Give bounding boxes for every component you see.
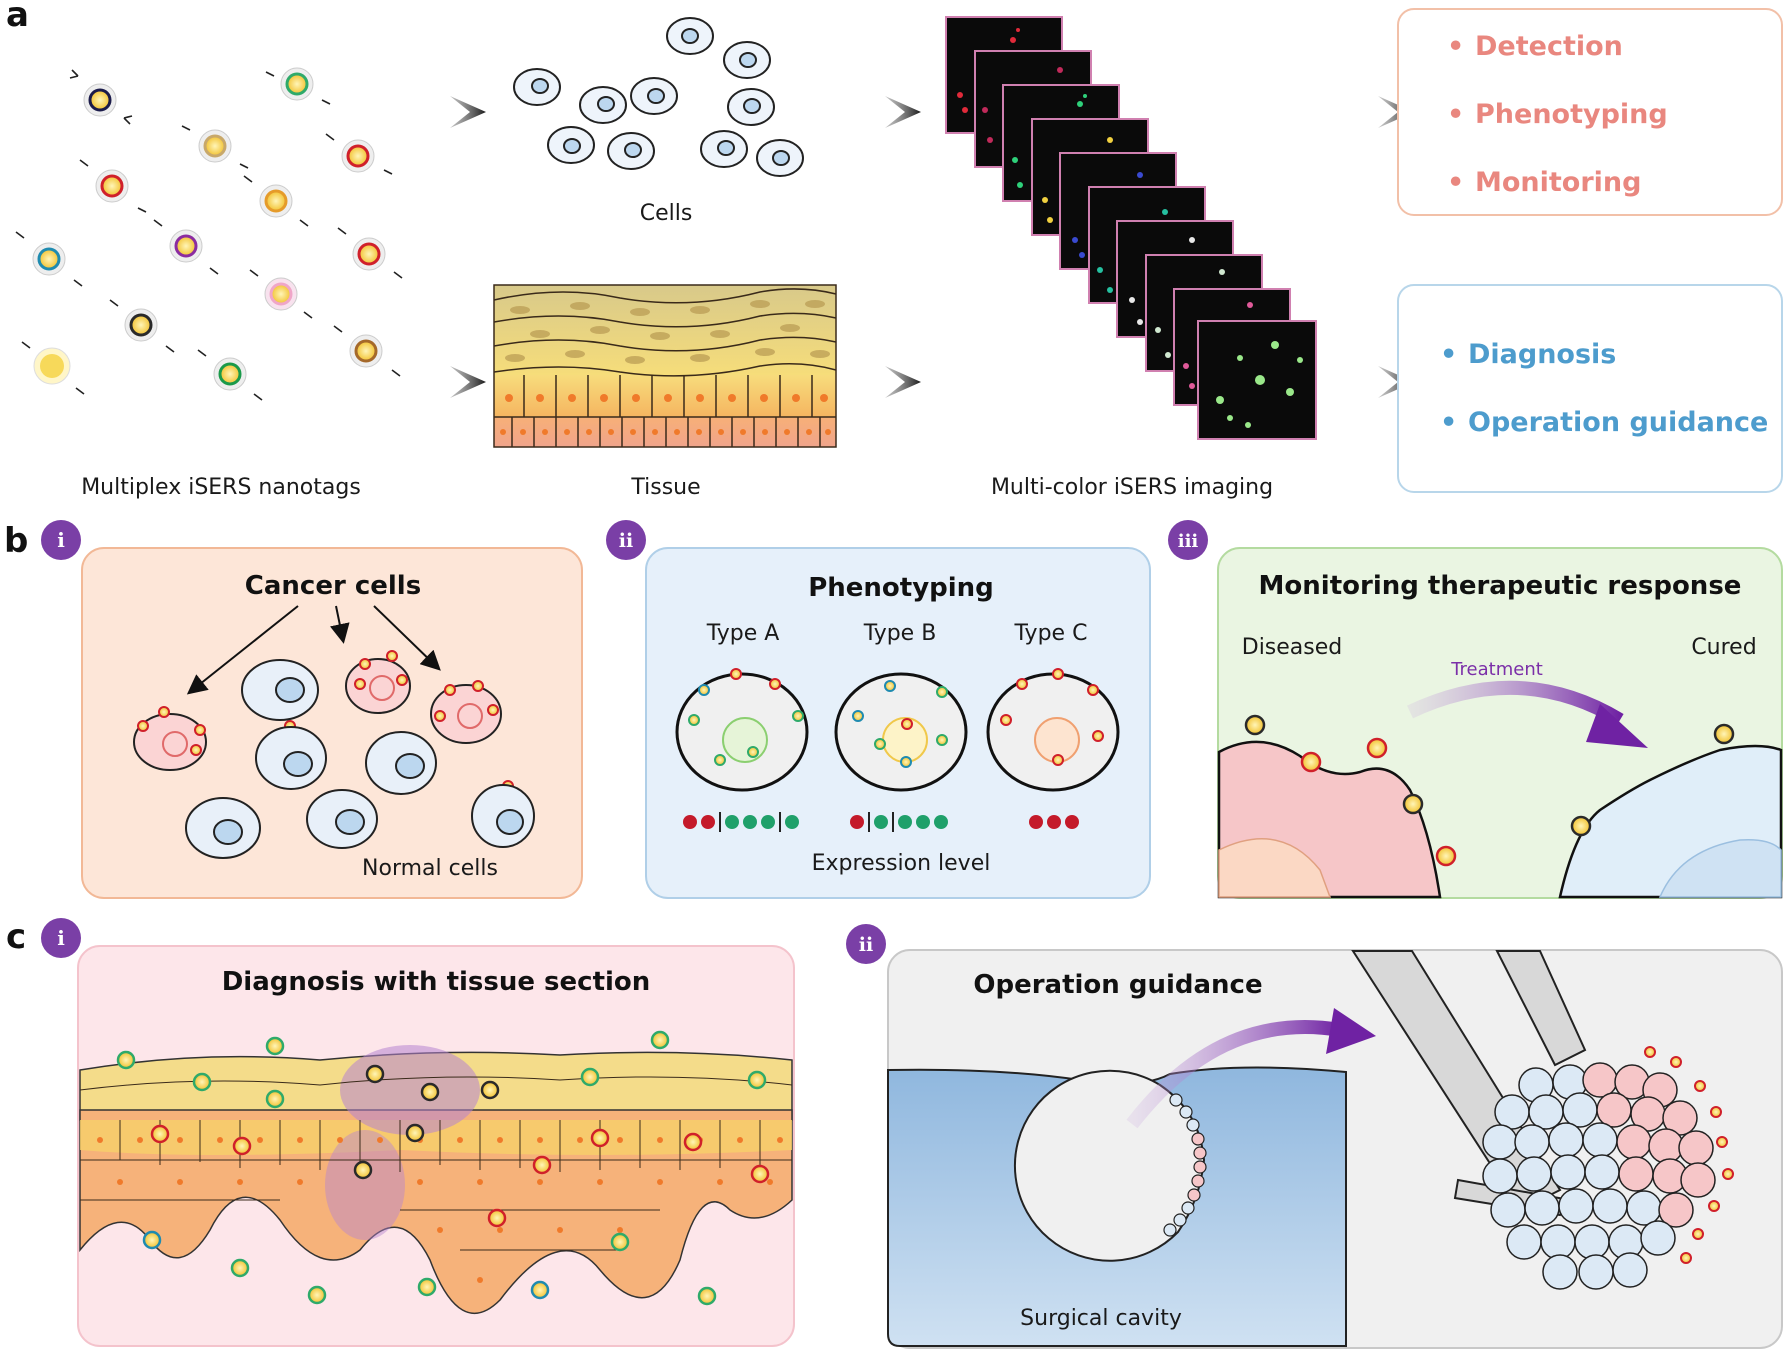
badge-c-i xyxy=(41,918,81,958)
imaging-label: Multi-color iSERS imaging xyxy=(991,475,1273,500)
cavity-edge-cells xyxy=(1163,1093,1207,1237)
monitoring-tags xyxy=(1244,714,1735,867)
normal-cell-group xyxy=(185,659,535,859)
treatment-arrow xyxy=(1407,680,1624,727)
outcome-bullet: • xyxy=(1440,339,1457,370)
imaging-stack xyxy=(945,16,1317,440)
outcomes-cells-box xyxy=(1397,8,1783,216)
cancer-pointer-arrows xyxy=(186,605,441,695)
badge-b-i-text: i xyxy=(57,528,65,552)
badge-b-iii xyxy=(1168,520,1208,560)
diseased-label: Diseased xyxy=(1242,635,1343,660)
tissue-label: Tissue xyxy=(630,475,700,500)
outcome-bullet: • xyxy=(1440,407,1457,438)
antibody-marks xyxy=(15,69,403,401)
diagnosis-tags xyxy=(116,1030,770,1306)
type-c-label: Type C xyxy=(1014,621,1088,646)
guidance-arrow xyxy=(1126,1020,1342,1129)
outcome-monitoring: Monitoring xyxy=(1475,167,1641,198)
cells-label: Cells xyxy=(640,201,693,226)
type-b-label: Type B xyxy=(863,621,937,646)
cancer-cells-title: Cancer cells xyxy=(245,571,421,601)
nanotag-cluster xyxy=(32,67,386,391)
outcome-diagnosis: Diagnosis xyxy=(1468,339,1616,370)
expression-dots xyxy=(683,812,1079,832)
excised-tumor-tags xyxy=(1644,1046,1734,1264)
monitoring-title: Monitoring therapeutic response xyxy=(1259,571,1742,601)
phenotype-tags xyxy=(688,668,1104,768)
outcome-bullet: • xyxy=(1447,99,1464,130)
outcome-phenotyping: Phenotyping xyxy=(1475,99,1668,130)
tissue-illustration xyxy=(493,284,837,448)
panel-letter-b: b xyxy=(4,521,28,561)
nanotags-label: Multiplex iSERS nanotags xyxy=(81,475,361,500)
surgical-cavity xyxy=(1013,1069,1206,1262)
guidance-arrow-head xyxy=(1326,1008,1376,1054)
outcome-bullet: • xyxy=(1447,31,1464,62)
normal-cells-label: Normal cells xyxy=(362,856,498,881)
phenotyping-title: Phenotyping xyxy=(808,573,994,603)
badge-b-iii-text: iii xyxy=(1178,531,1199,552)
cancer-cell-group xyxy=(133,658,502,771)
badge-c-i-text: i xyxy=(57,926,65,950)
badge-b-ii xyxy=(606,520,646,560)
outcome-operation-guidance: Operation guidance xyxy=(1468,407,1768,438)
outcome-detection: Detection xyxy=(1475,31,1623,62)
treatment-arrow-head xyxy=(1586,704,1648,748)
panel-letter-c: c xyxy=(6,917,26,957)
cells-illustration xyxy=(513,17,804,177)
badge-b-i xyxy=(41,520,81,560)
badge-c-ii-text: ii xyxy=(859,934,873,956)
diseased-nucleus xyxy=(1218,838,1332,898)
excised-tumor xyxy=(1482,1062,1716,1290)
badge-b-ii-text: ii xyxy=(619,530,633,552)
type-a-label: Type A xyxy=(706,621,780,646)
outcome-bullet: • xyxy=(1447,167,1464,198)
cured-nucleus xyxy=(1658,838,1782,898)
diagnosis-title: Diagnosis with tissue section xyxy=(222,967,651,997)
cancer-tag-group xyxy=(137,650,514,820)
phenotype-cells xyxy=(675,672,1120,792)
surgical-cavity-label: Surgical cavity xyxy=(1020,1306,1182,1331)
treatment-label: Treatment xyxy=(1450,659,1543,680)
outcomes-tissue-box xyxy=(1397,284,1783,493)
badge-c-ii xyxy=(846,924,886,964)
panel-letter-a: a xyxy=(6,0,29,35)
cured-label: Cured xyxy=(1691,635,1756,660)
expression-level-label: Expression level xyxy=(812,851,991,876)
operation-guidance-title: Operation guidance xyxy=(973,970,1262,1000)
